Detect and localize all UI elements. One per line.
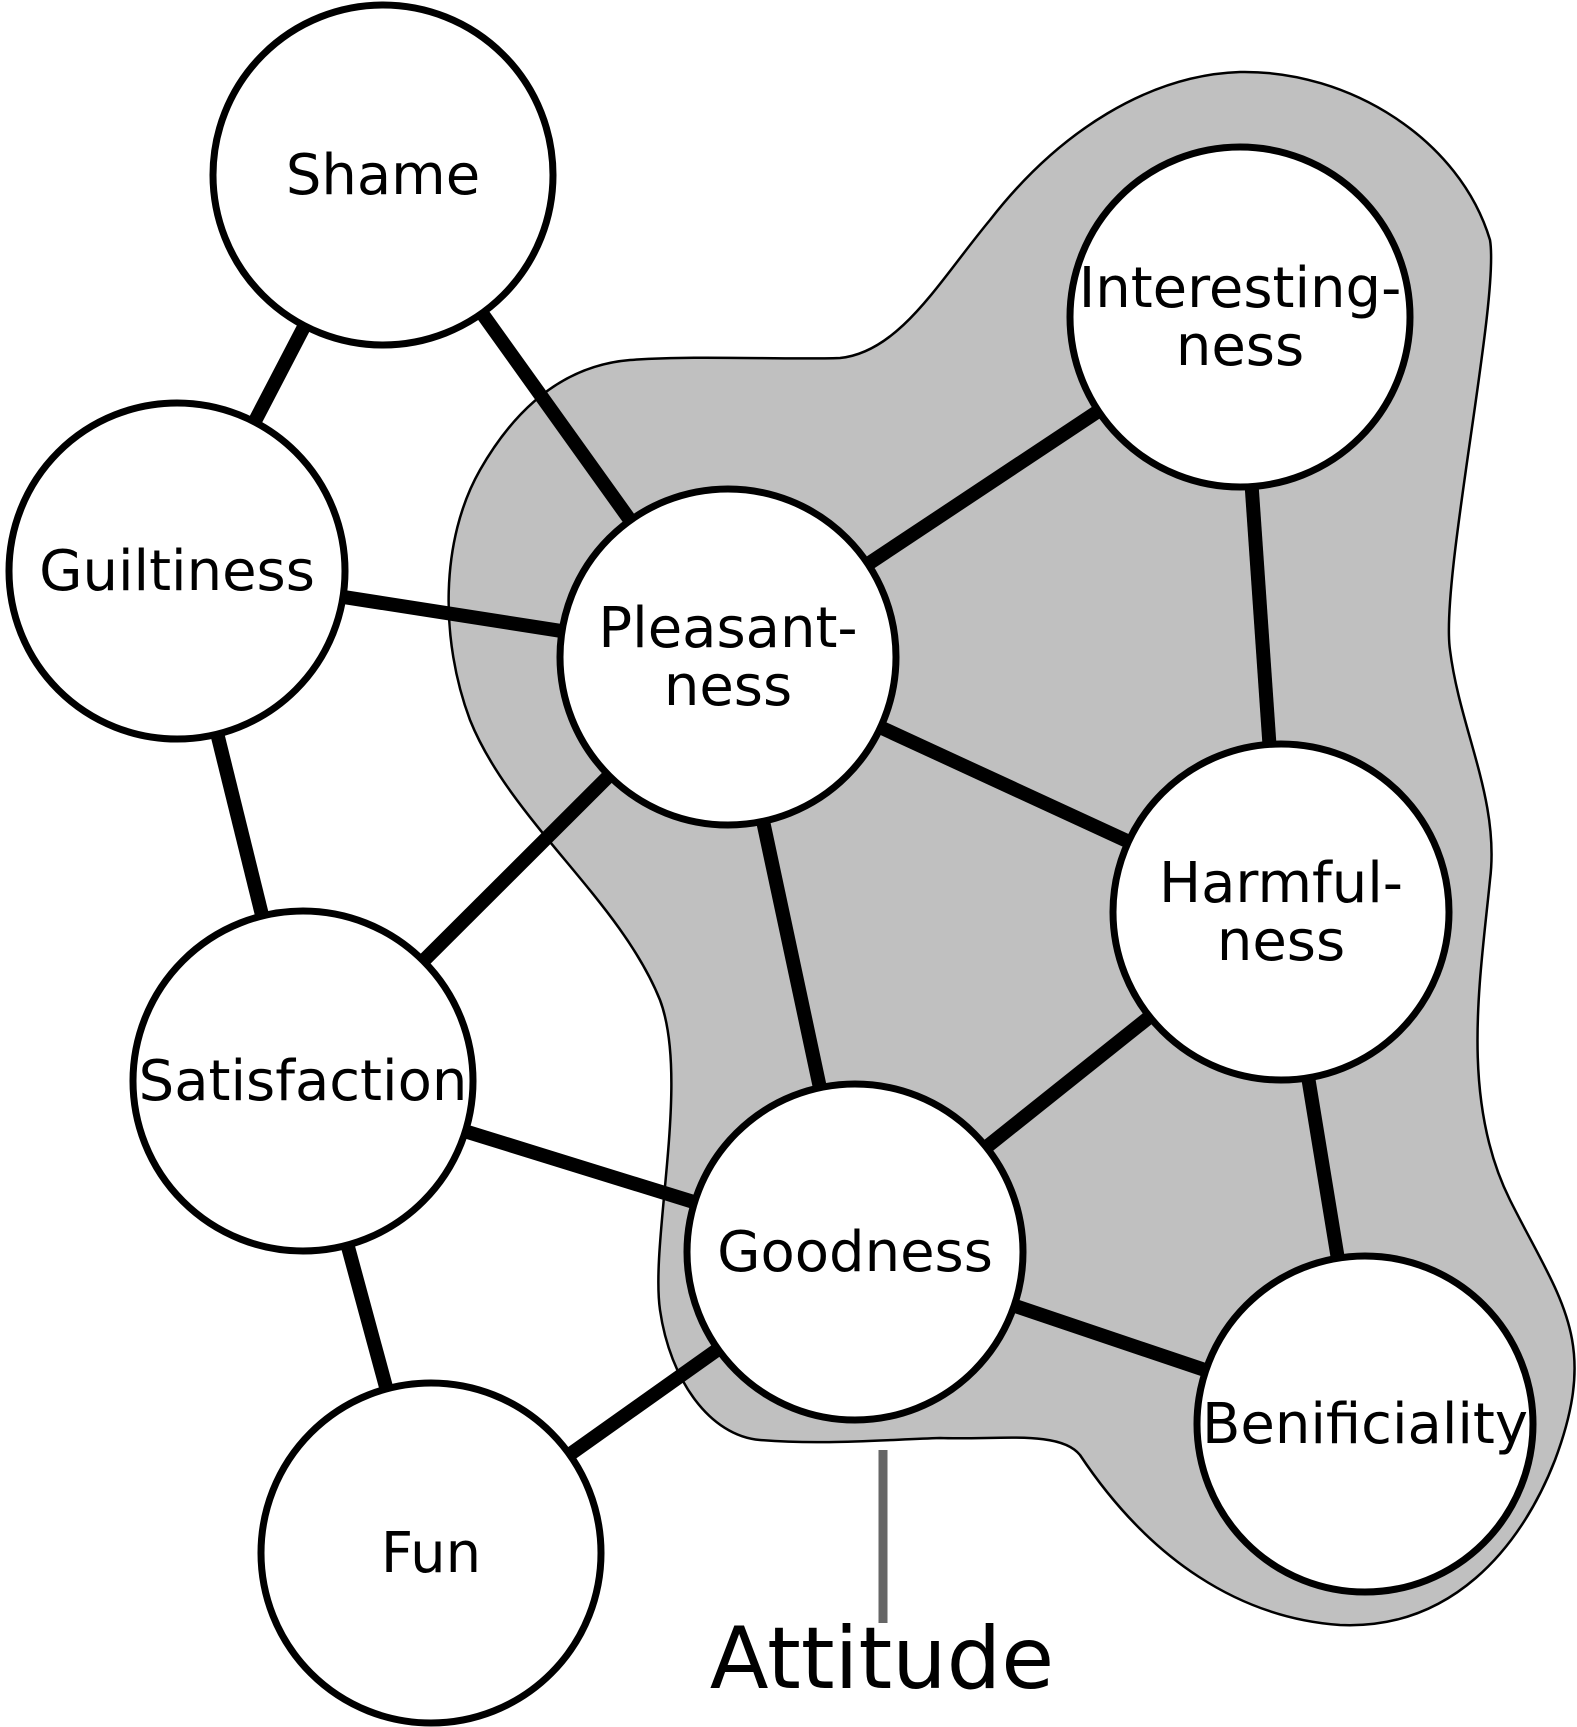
node-interestingness: Interesting-ness xyxy=(1066,143,1414,491)
node-label-beneficiality-0: Benificiality xyxy=(1202,1392,1528,1457)
node-circle-beneficiality xyxy=(1193,1252,1537,1596)
node-circle-harmfulness xyxy=(1109,740,1453,1084)
node-label-shame-0: Shame xyxy=(286,143,480,208)
node-guiltiness: Guiltiness xyxy=(5,399,349,743)
node-label-interestingness-1: ness xyxy=(1176,314,1304,379)
node-label-fun-0: Fun xyxy=(381,1521,481,1586)
node-fun: Fun xyxy=(257,1379,605,1727)
node-label-harmfulness-1: ness xyxy=(1217,909,1345,974)
node-harmfulness: Harmful-ness xyxy=(1109,740,1453,1084)
node-label-pleasantness-0: Pleasant- xyxy=(598,596,857,661)
node-circle-fun xyxy=(257,1379,605,1727)
node-circle-guiltiness xyxy=(5,399,349,743)
node-shame: Shame xyxy=(209,1,557,349)
node-label-satisfaction-0: Satisfaction xyxy=(139,1049,468,1114)
node-circle-pleasantness xyxy=(556,485,900,829)
node-label-interestingness-0: Interesting- xyxy=(1079,256,1402,321)
node-label-harmfulness-0: Harmful- xyxy=(1159,851,1403,916)
node-circle-goodness xyxy=(683,1080,1027,1424)
node-circle-satisfaction xyxy=(129,907,477,1255)
node-goodness: Goodness xyxy=(683,1080,1027,1424)
node-satisfaction: Satisfaction xyxy=(129,907,477,1255)
node-label-goodness-0: Goodness xyxy=(717,1220,993,1285)
node-label-guiltiness-0: Guiltiness xyxy=(39,539,315,604)
node-circle-interestingness xyxy=(1066,143,1414,491)
nodes-layer: ShameGuiltinessPleasant-nessInteresting-… xyxy=(5,1,1537,1727)
node-beneficiality: Benificiality xyxy=(1193,1252,1537,1596)
node-label-pleasantness-1: ness xyxy=(664,654,792,719)
node-pleasantness: Pleasant-ness xyxy=(556,485,900,829)
attitude-label: Attitude xyxy=(710,1609,1054,1709)
node-circle-shame xyxy=(209,1,557,349)
